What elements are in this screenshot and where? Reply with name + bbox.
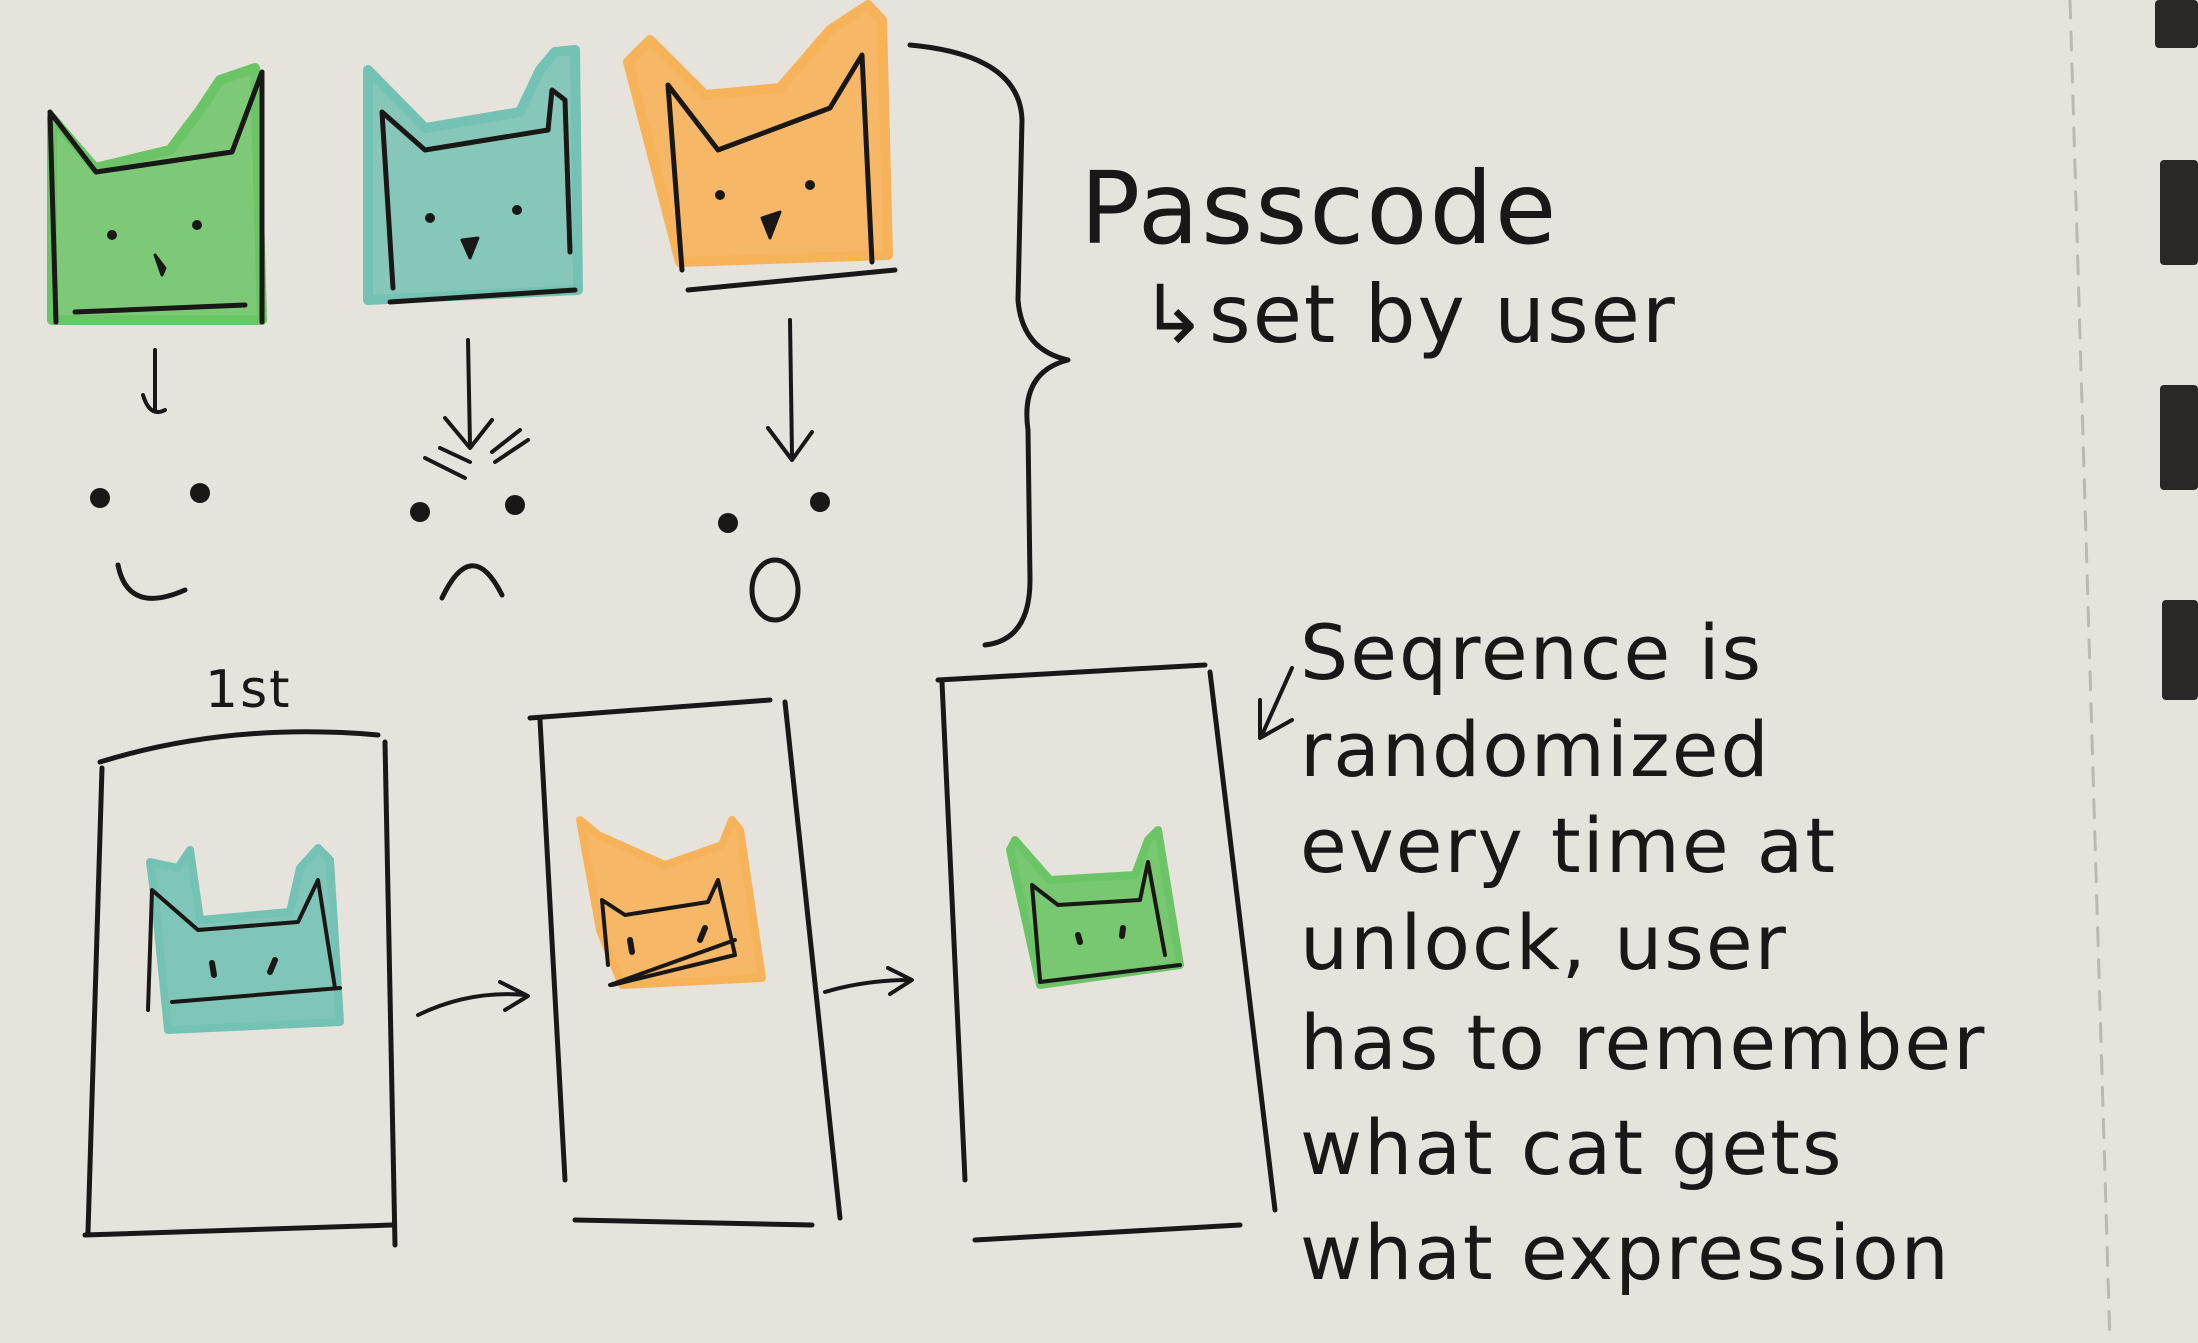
note-line: randomized: [1300, 705, 1771, 794]
cat-eye: [715, 190, 725, 200]
smile-mouth: [115, 562, 188, 601]
first-screen-label: 1st: [205, 660, 292, 720]
note-line: Seqrence is: [1300, 608, 1764, 697]
cat-highlight-teal: [363, 45, 583, 305]
cat-eye: [107, 230, 117, 240]
passcode-note: ↳set by user: [1140, 268, 1677, 361]
cat-eye: [425, 213, 435, 223]
passcode-cat-green: [47, 63, 267, 601]
frown-mouth: [439, 563, 505, 601]
angry-brows: [423, 428, 530, 480]
page-perforation: [2068, 0, 2112, 1343]
face-eye: [90, 488, 110, 508]
screen-2: [527, 697, 843, 1228]
cat-eye: [192, 220, 202, 230]
note-line: unlock, user: [1300, 898, 1788, 987]
cat-highlight-orange: [576, 816, 766, 989]
passcode-cat-teal: [363, 45, 583, 601]
cat-outline-teal: [379, 87, 573, 291]
cat-eye: [512, 205, 522, 215]
passcode-title: Passcode: [1080, 150, 1559, 267]
cat-outline-orange: [665, 52, 875, 273]
note-line: what expression: [1300, 1208, 1951, 1297]
pointer-arrow-icon: [1258, 666, 1294, 740]
spiral-holes: [2155, 0, 2198, 700]
note-line: has to remember: [1300, 998, 1987, 1087]
passcode-cat-orange: [623, 0, 898, 623]
face-eye: [410, 502, 430, 522]
face-eye: [505, 495, 525, 515]
face-eye: [718, 513, 738, 533]
cat-eye: [805, 180, 815, 190]
surprised-mouth: [749, 557, 801, 623]
note-line: every time at: [1300, 801, 1838, 890]
down-arrow-icon: [141, 348, 167, 415]
down-arrow-icon: [443, 338, 494, 450]
screen-3: [935, 662, 1278, 1243]
right-arrow-icon: [416, 980, 530, 1017]
note-line: what cat gets: [1300, 1103, 1844, 1192]
face-eye: [810, 492, 830, 512]
down-arrow-icon: [766, 318, 814, 462]
screen-1: [82, 729, 398, 1248]
cat-highlight-teal: [146, 844, 344, 1034]
cat-outline-green: [47, 69, 265, 325]
cat-highlight-green: [47, 63, 267, 325]
curly-brace: [907, 42, 1071, 648]
right-arrow-icon: [823, 966, 914, 996]
face-eye: [190, 483, 210, 503]
